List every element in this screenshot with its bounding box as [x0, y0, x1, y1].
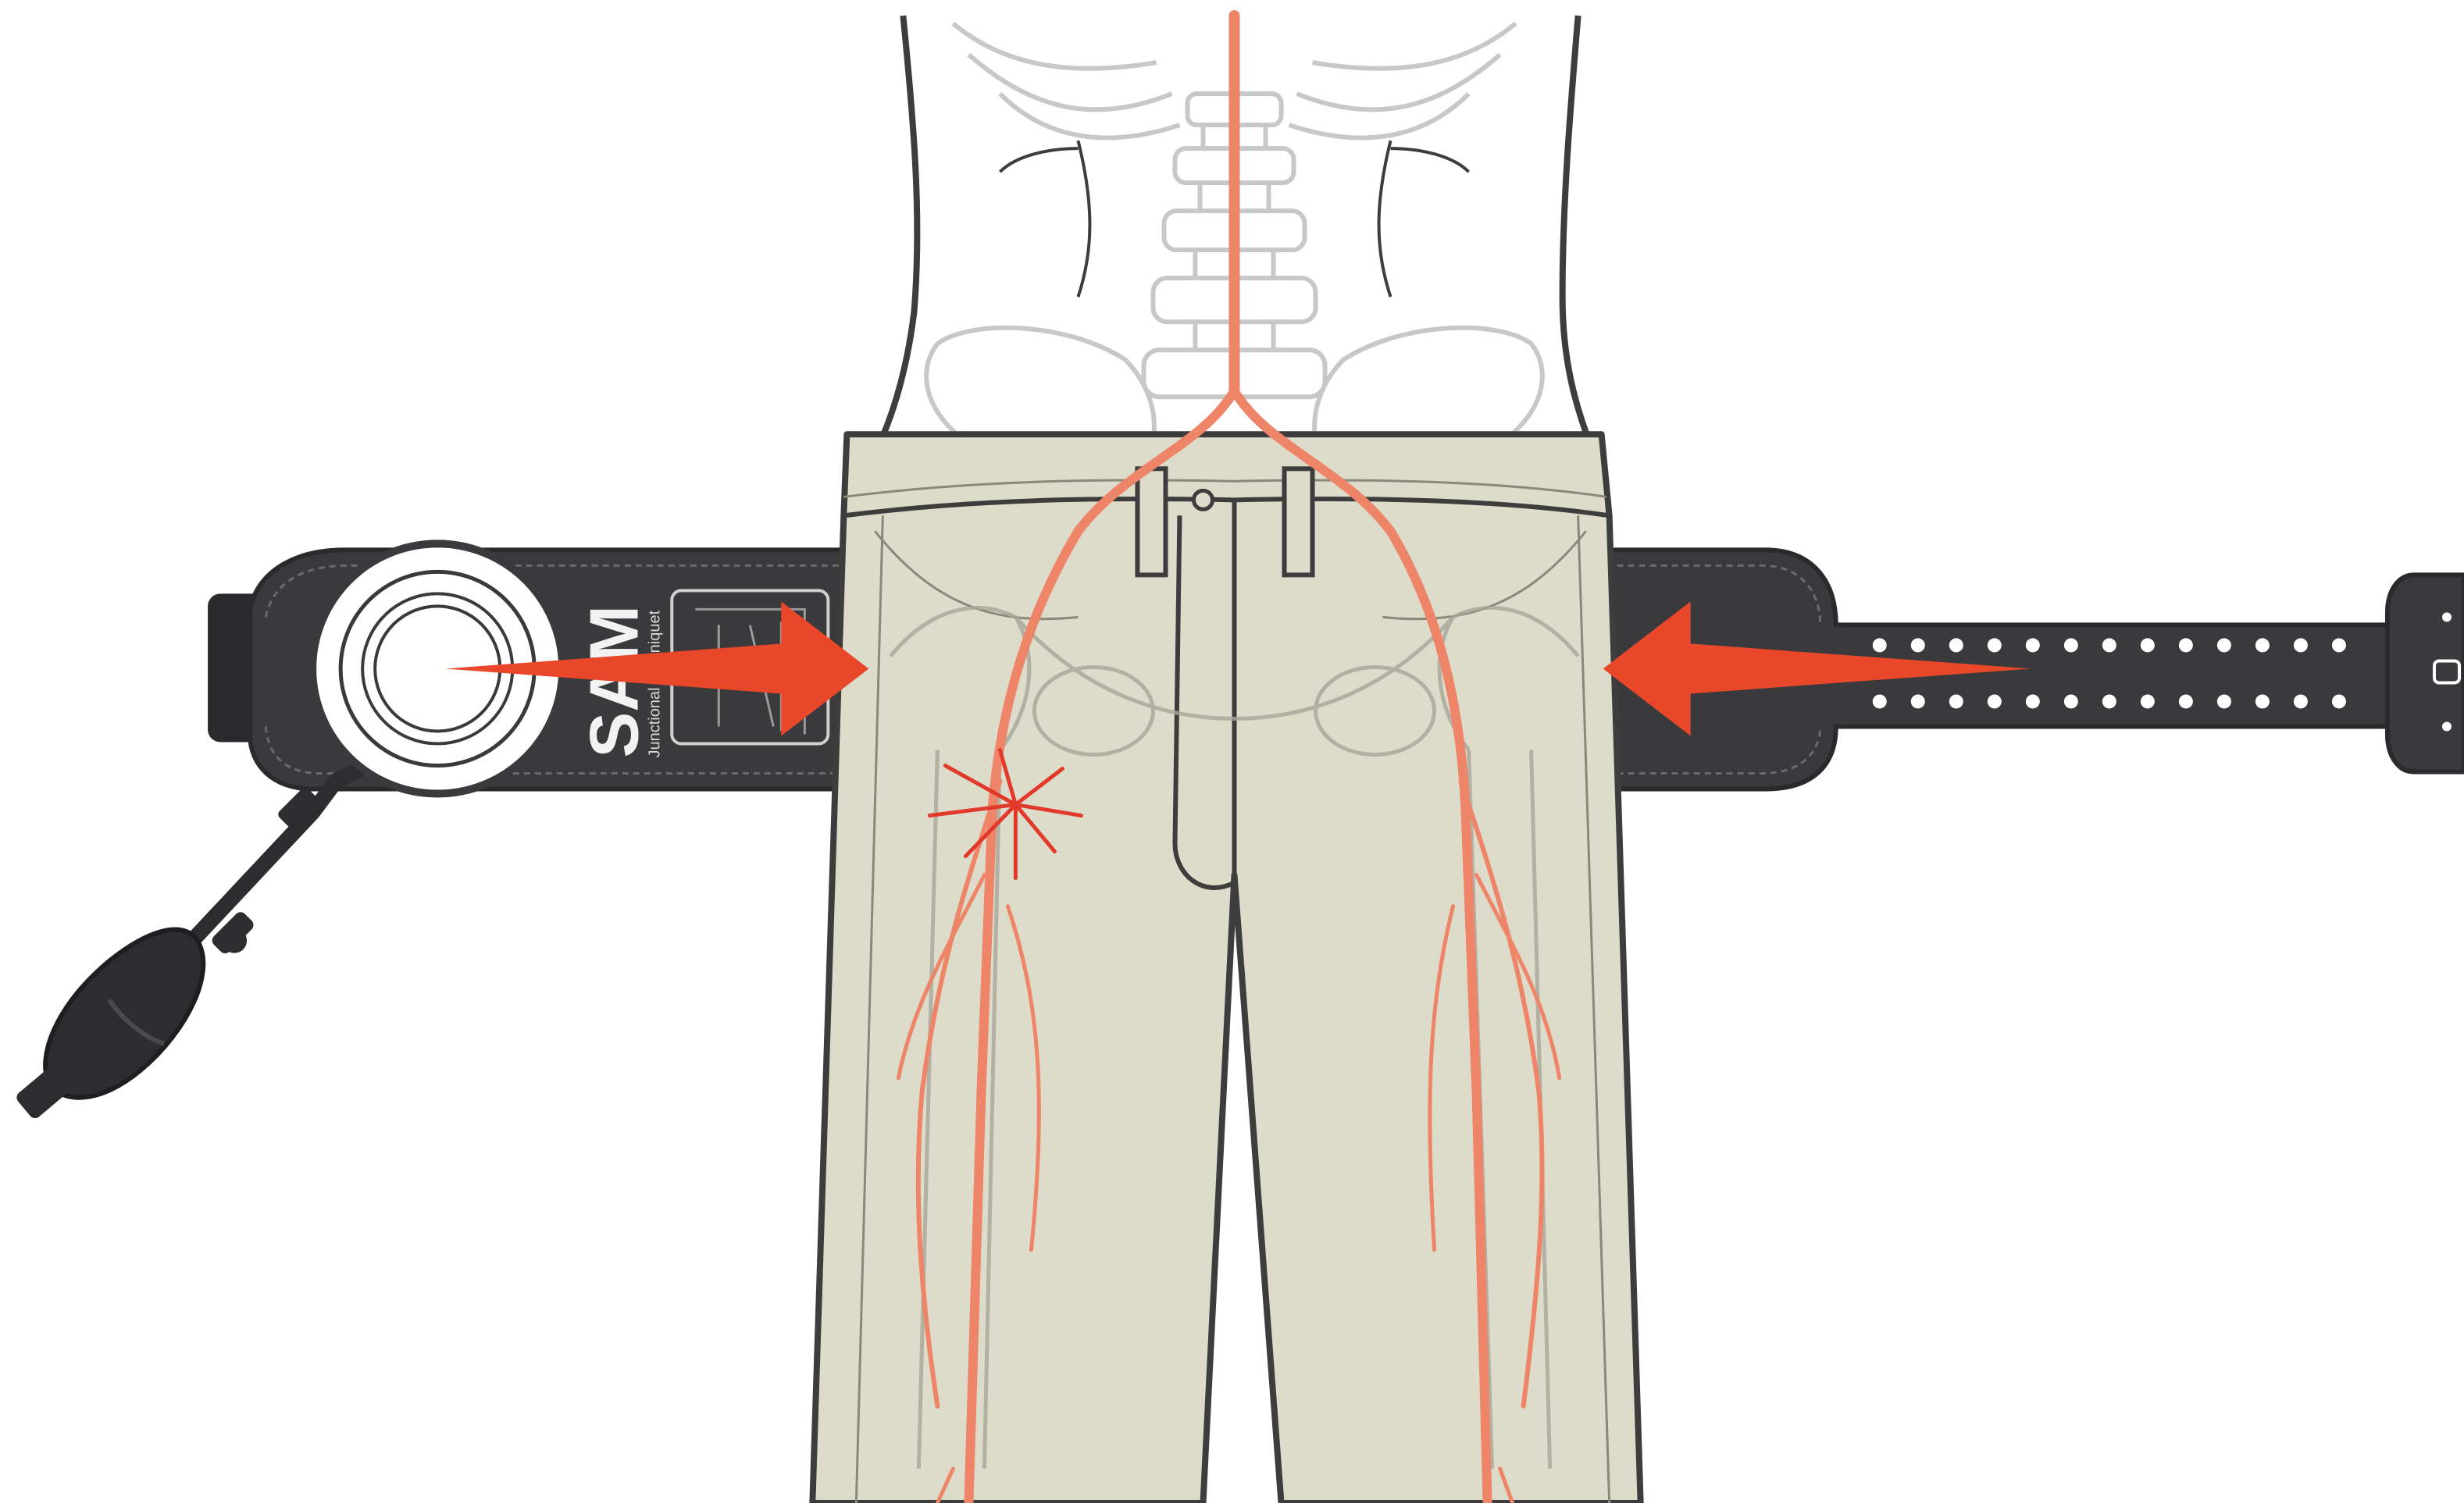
belt-hole: [2332, 694, 2346, 708]
belt-hole: [1949, 694, 1963, 708]
belt-hole: [2217, 638, 2231, 652]
belt-hole: [2026, 638, 2040, 652]
belt-hole: [1873, 638, 1887, 652]
belt-hole: [2102, 694, 2116, 708]
belt-hole: [2141, 638, 2155, 652]
belt-hole: [2332, 638, 2346, 652]
belt-hole: [2255, 694, 2270, 708]
belt-hole: [2179, 638, 2193, 652]
belt-hole: [2026, 694, 2040, 708]
belt-hole: [1988, 638, 2002, 652]
belt-buckle: [2387, 575, 2464, 771]
inflation-bulb-icon: [14, 766, 367, 1121]
belt-hole: [2064, 694, 2078, 708]
belt-hole: [2294, 694, 2308, 708]
belt-hole: [1988, 694, 2002, 708]
belt-hole: [2217, 694, 2231, 708]
belt-hole: [2294, 638, 2308, 652]
pants-button: [1193, 490, 1212, 509]
belt-hole: [1911, 638, 1925, 652]
belt-hole: [2064, 638, 2078, 652]
inflation-bulb: [45, 930, 203, 1098]
belt-hole: [1911, 694, 1925, 708]
belt-hole: [2179, 694, 2193, 708]
belt-hole: [2141, 694, 2155, 708]
belt-hole: [1949, 638, 1963, 652]
belt-hole: [1873, 694, 1887, 708]
belt-hole: [2102, 638, 2116, 652]
belt-hole: [2255, 638, 2270, 652]
